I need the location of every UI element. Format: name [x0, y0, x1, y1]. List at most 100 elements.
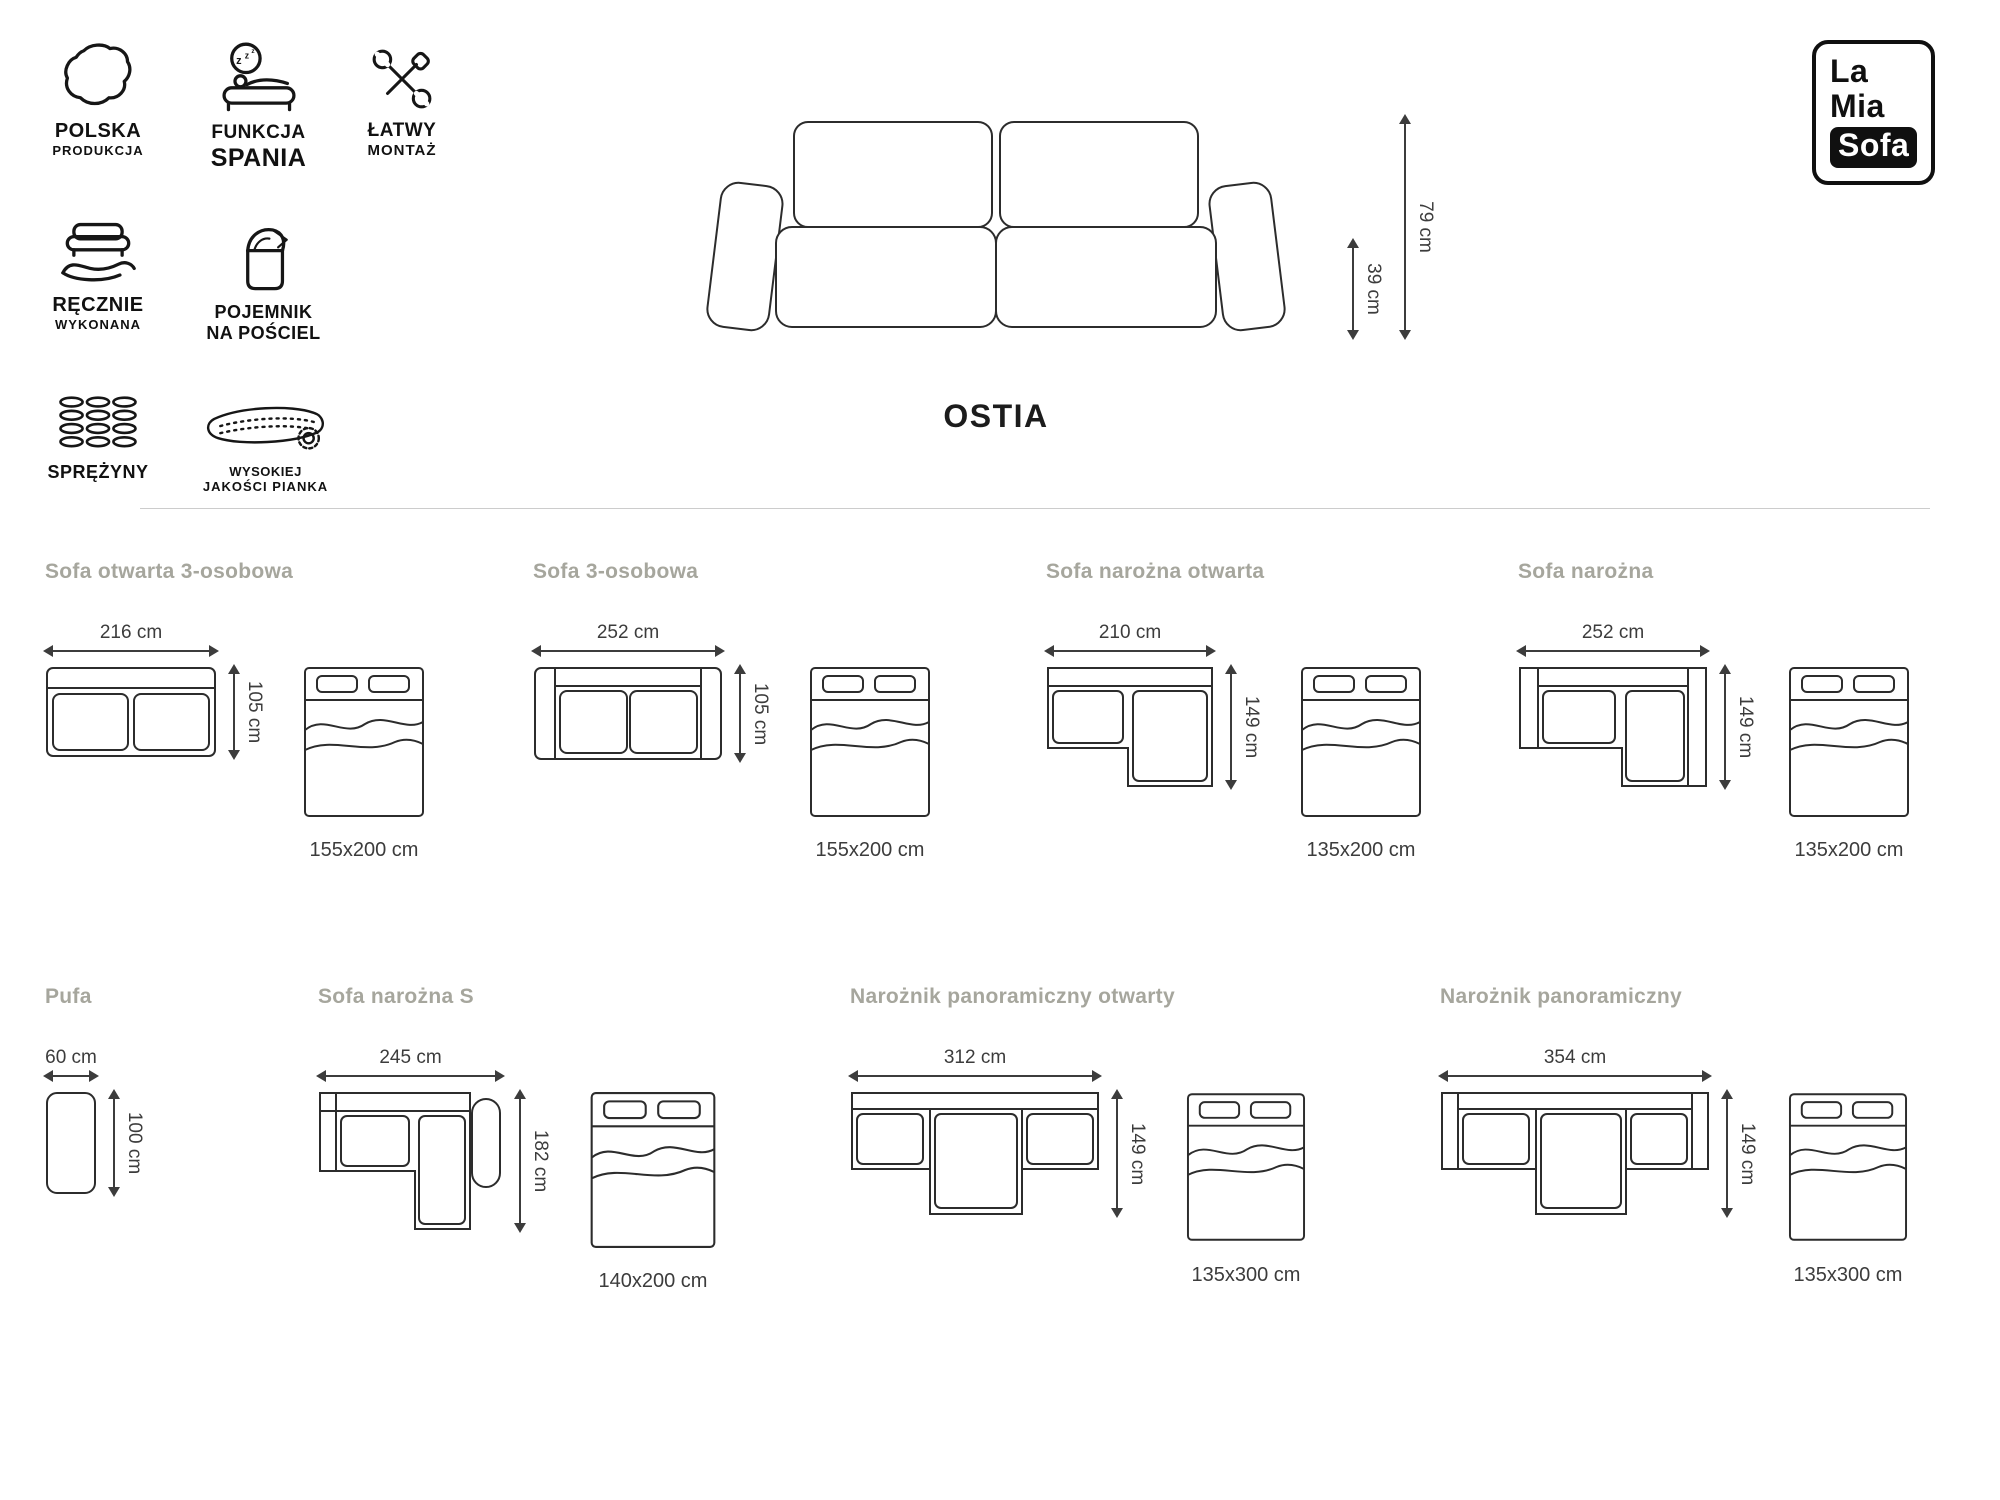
- feature-sublabel: NA POŚCIEL: [206, 323, 321, 343]
- bed-block: 155x200 cm: [303, 666, 425, 862]
- bed-size-label: 135x200 cm: [1794, 839, 1904, 861]
- corner-sofa-s-top-view: [319, 1092, 501, 1230]
- bed-top-view: [1301, 667, 1421, 817]
- seat-height-dimension: 39 cm: [1347, 238, 1388, 340]
- width-label: 252 cm: [1581, 622, 1645, 643]
- bed-block: 135x200 cm: [1300, 666, 1422, 862]
- width-label: 216 cm: [99, 622, 163, 643]
- bed-size-label: 155x200 cm: [309, 839, 419, 861]
- feature-pojemnik-na-posciel: POJEMNIK NA POŚCIEL: [176, 218, 351, 344]
- width-label: 354 cm: [1543, 1047, 1607, 1068]
- bed-top-view: [810, 667, 930, 817]
- depth-label: 149 cm: [1735, 695, 1756, 759]
- depth-dimension: 149 cm: [1111, 1089, 1150, 1218]
- width-label: 312 cm: [943, 1047, 1007, 1068]
- variant-title: Narożnik panoramiczny otwarty: [850, 985, 1175, 1008]
- panoramic-sofa-top-view: [851, 1092, 1099, 1215]
- width-dimension: 216 cm: [43, 622, 219, 657]
- bed-size-label: 135x200 cm: [1306, 839, 1416, 861]
- feature-label: RĘCZNIE: [52, 294, 144, 316]
- quality-foam-icon: [168, 392, 363, 456]
- feature-polska-produkcja: POLSKA PRODUKCJA: [18, 42, 178, 158]
- total-height-dimension: 79 cm: [1399, 114, 1440, 340]
- variant-naroznik-panoramiczny-otwarty: Narożnik panoramiczny otwarty 312 cm: [848, 985, 1306, 1287]
- bed-block: 135x200 cm: [1788, 666, 1910, 862]
- seat-height-arrow: [1347, 238, 1359, 340]
- bed-block: 135x300 cm: [1788, 1091, 1908, 1287]
- depth-dimension: 149 cm: [1721, 1089, 1760, 1218]
- handmade-icon: [18, 218, 178, 286]
- feature-wysokiej-jakosci-pianka: WYSOKIEJ JAKOŚCI PIANKA: [168, 392, 363, 494]
- feature-funkcja-spania: z z z FUNKCJA SPANIA: [176, 42, 341, 173]
- depth-label: 149 cm: [1127, 1122, 1148, 1185]
- feature-recznie-wykonana: RĘCZNIE WYKONANA: [18, 218, 178, 332]
- total-height-label: 79 cm: [1415, 201, 1436, 253]
- depth-dimension: 100 cm: [108, 1089, 147, 1197]
- depth-dimension: 182 cm: [514, 1089, 553, 1233]
- section-divider: [140, 508, 1930, 509]
- bed-size-label: 135x300 cm: [1191, 1264, 1301, 1286]
- variant-sofa-narozna: Sofa narożna 252 cm 149 cm: [1516, 560, 1910, 862]
- sofa-front-view-drawing: [706, 121, 1286, 332]
- width-arrow: [1044, 645, 1216, 657]
- feature-sprezyny: SPRĘŻYNY: [18, 392, 178, 483]
- variant-title: Sofa narożna otwarta: [1046, 560, 1265, 583]
- logo-line-1: La: [1830, 53, 1869, 89]
- depth-label: 105 cm: [750, 682, 771, 745]
- product-name: OSTIA: [943, 398, 1049, 434]
- brand-logo: La Mia Sofa: [1812, 40, 1936, 185]
- svg-text:z: z: [236, 55, 242, 67]
- depth-arrow: [1225, 664, 1237, 790]
- depth-arrow: [1721, 1089, 1733, 1218]
- width-dimension: 245 cm: [316, 1047, 505, 1082]
- logo-line-3: Sofa: [1830, 127, 1918, 168]
- bed-top-view: [1788, 1093, 1908, 1241]
- logo-line-2: Mia: [1830, 88, 1885, 125]
- depth-label: 149 cm: [1737, 1122, 1758, 1185]
- width-dimension: 312 cm: [848, 1047, 1102, 1082]
- sleep-function-icon: z z z: [176, 42, 341, 114]
- width-arrow: [316, 1070, 505, 1082]
- width-arrow: [1438, 1070, 1712, 1082]
- feature-sublabel: MONTAŻ: [367, 142, 437, 159]
- width-label: 252 cm: [596, 622, 660, 643]
- feature-label: ŁATWY: [367, 120, 437, 141]
- sofa-top-view: [46, 667, 216, 757]
- variant-title: Narożnik panoramiczny: [1440, 985, 1683, 1008]
- bed-top-view: [1186, 1093, 1306, 1241]
- depth-label: 149 cm: [1241, 695, 1262, 759]
- bed-size-label: 140x200 cm: [598, 1270, 708, 1292]
- depth-arrow: [108, 1089, 120, 1197]
- width-arrow: [43, 1070, 99, 1082]
- feature-sublabel: JAKOŚCI PIANKA: [202, 479, 329, 494]
- width-dimension: 210 cm: [1044, 622, 1216, 657]
- bed-top-view: [304, 667, 424, 817]
- variant-sofa-narozna-otwarta: Sofa narożna otwarta 210 cm 149 cm: [1044, 560, 1422, 862]
- panoramic-sofa-top-view: [1441, 1092, 1709, 1215]
- depth-arrow: [514, 1089, 526, 1233]
- depth-label: 182 cm: [530, 1129, 551, 1193]
- variant-pufa: Pufa 60 cm 100 cm: [43, 985, 147, 1197]
- feature-latwy-montaz: ŁATWY MONTAŻ: [332, 46, 472, 159]
- width-dimension: 252 cm: [1516, 622, 1710, 657]
- width-dimension: 252 cm: [531, 622, 725, 657]
- feature-label: SPRĘŻYNY: [47, 462, 149, 482]
- feature-label: POLSKA: [54, 120, 142, 142]
- bed-block: 140x200 cm: [589, 1091, 717, 1293]
- bed-size-label: 135x300 cm: [1793, 1264, 1903, 1286]
- total-height-arrow: [1399, 114, 1411, 340]
- sofa-top-view: [534, 667, 722, 760]
- depth-dimension: 149 cm: [1719, 664, 1758, 790]
- bedding-storage-icon: [176, 218, 351, 294]
- width-arrow: [43, 645, 219, 657]
- corner-sofa-top-view: [1519, 667, 1707, 787]
- width-dimension: 354 cm: [1438, 1047, 1712, 1082]
- depth-dimension: 105 cm: [734, 664, 773, 763]
- svg-text:z: z: [244, 50, 249, 60]
- variant-title: Sofa 3-osobowa: [533, 560, 699, 583]
- bed-top-view: [590, 1092, 716, 1248]
- springs-icon: [18, 392, 178, 454]
- variant-title: Sofa narożna: [1518, 560, 1654, 583]
- variant-sofa-otwarta-3-osobowa: Sofa otwarta 3-osobowa 216 cm 105 cm: [43, 560, 425, 862]
